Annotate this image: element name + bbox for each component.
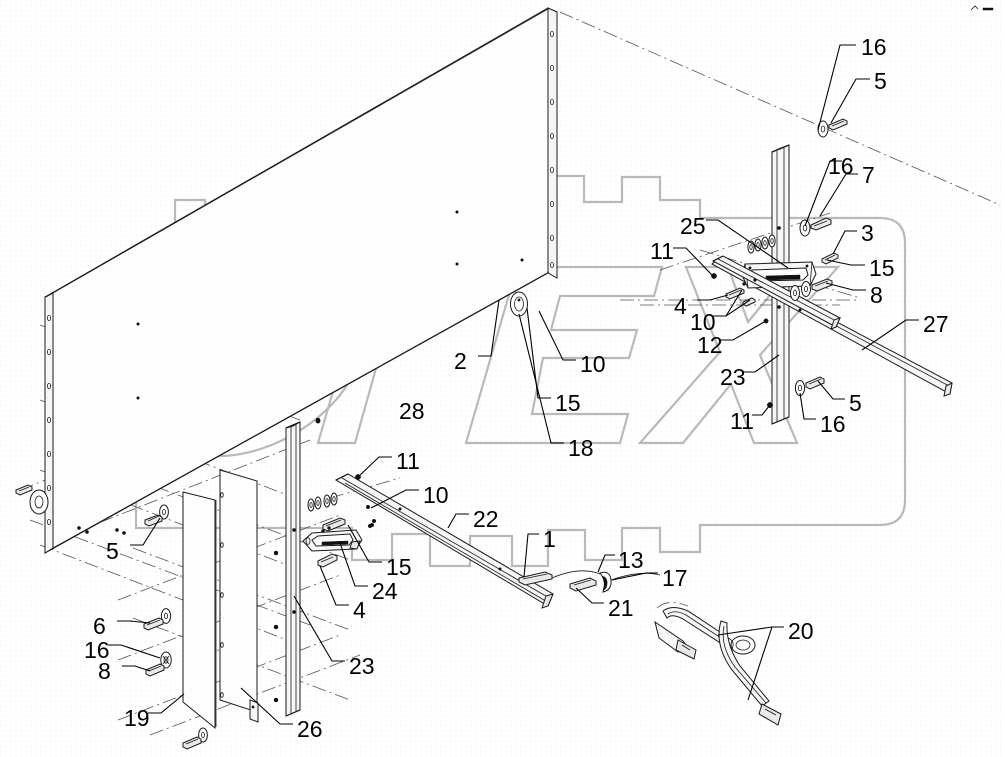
callout-15: 15 [555, 390, 581, 416]
callout-4: 4 [674, 293, 687, 319]
callout-11: 11 [650, 238, 674, 264]
side-plate-19 [182, 491, 217, 730]
callout-19: 19 [124, 705, 150, 731]
fastener-right-post-cluster [77, 526, 126, 535]
callout-16: 16 [820, 411, 846, 437]
callout-10: 10 [580, 351, 606, 377]
fastener-5-top [817, 118, 848, 138]
fastener-12 [763, 318, 769, 324]
fastener-8-16-sideplate [145, 651, 172, 677]
callout-22: 22 [473, 506, 499, 532]
callout-10: 10 [423, 482, 449, 508]
callout-4: 4 [353, 597, 366, 623]
callout-3: 3 [861, 220, 874, 246]
callout-23: 23 [349, 653, 375, 679]
eyelet-ring-left [29, 489, 49, 515]
leader-lines [108, 44, 919, 725]
corner-mark [970, 5, 994, 11]
callout-26: 26 [297, 716, 323, 742]
callout-11: 11 [730, 408, 754, 434]
eyelet-ring-2 [510, 291, 528, 317]
panel-right-holes [550, 30, 555, 268]
callout-2: 2 [454, 348, 467, 374]
tie-down-straps-20 [654, 602, 782, 726]
callout-17: 17 [662, 565, 688, 591]
callout-25: 25 [680, 213, 706, 239]
callout-16: 16 [84, 637, 110, 663]
callout-27: 27 [923, 311, 949, 337]
vertical-post-left [285, 418, 321, 717]
fastener-bottom-plate [182, 727, 208, 750]
callout-15: 15 [386, 554, 412, 580]
fastener-7 [799, 217, 832, 237]
callout-11: 11 [396, 448, 420, 474]
callout-16: 16 [861, 34, 887, 60]
nut-10-markers [365, 504, 377, 529]
washer-stack-lower [307, 492, 338, 512]
callout-8: 8 [870, 282, 883, 308]
callout-15: 15 [869, 255, 895, 281]
panel-left-holes [47, 314, 52, 526]
fastener-5-lower [794, 376, 825, 396]
callout-13: 13 [618, 547, 644, 573]
washer-stack-25 [747, 234, 776, 254]
lower-brace-22 [334, 473, 554, 609]
callout-5: 5 [849, 390, 862, 416]
fastener-6 [143, 608, 172, 631]
callout-5: 5 [106, 538, 119, 564]
callout-21: 21 [608, 595, 634, 621]
fastener-5-sideplate [144, 504, 169, 527]
callout-18: 18 [568, 435, 594, 461]
callout-5: 5 [874, 68, 887, 94]
callout-23: 23 [720, 364, 746, 390]
fastener-topleft [15, 484, 33, 496]
callout-28: 28 [399, 398, 425, 424]
inner-plate-26 [219, 469, 259, 723]
callout-8: 8 [98, 658, 111, 684]
fastener-4-10-cluster [725, 278, 757, 307]
fastener-15-24 [317, 517, 346, 568]
callout-20: 20 [788, 618, 814, 644]
upper-brace [711, 255, 841, 330]
callout-6: 6 [93, 613, 106, 639]
main-panel [44, 7, 558, 703]
callout-1: 1 [543, 526, 556, 552]
callout-24: 24 [372, 578, 398, 604]
callout-10: 10 [690, 309, 716, 335]
fastener-8 [790, 278, 833, 301]
callout-12: 12 [697, 332, 723, 358]
callout-16: 16 [828, 153, 854, 179]
callout-7: 7 [862, 162, 875, 188]
